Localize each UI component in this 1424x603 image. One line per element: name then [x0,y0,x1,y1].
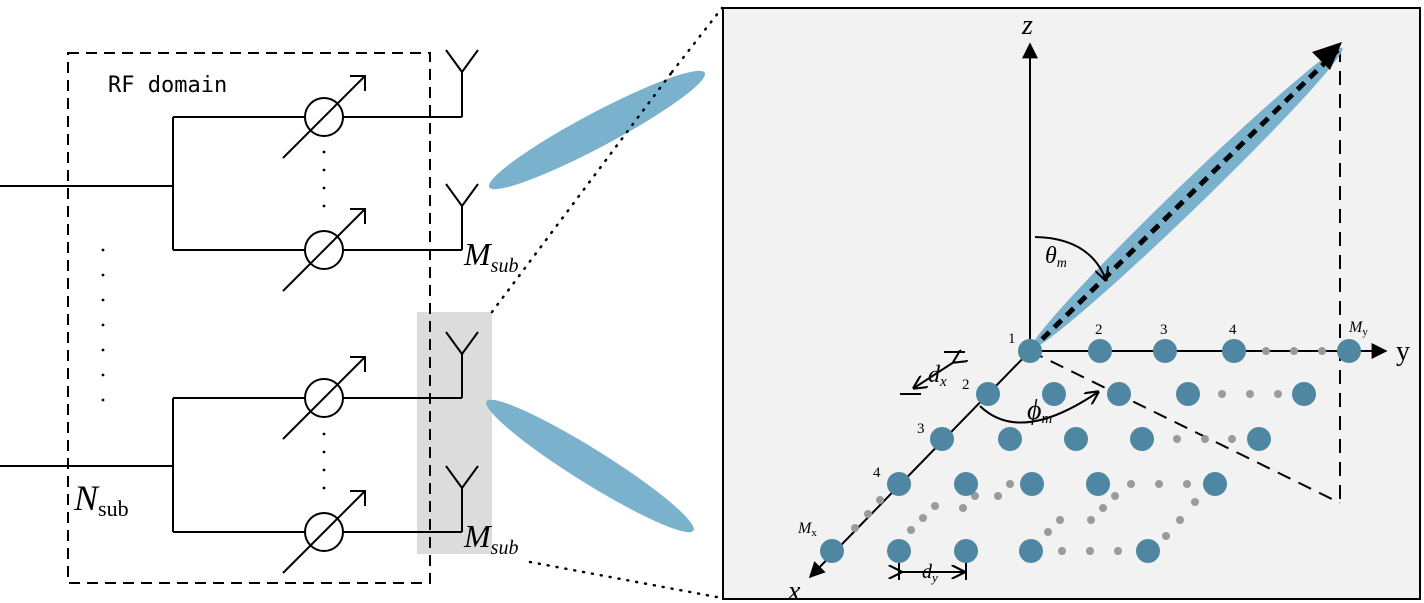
array-element [1176,382,1200,406]
array-element [1203,472,1227,496]
array-element [954,539,978,563]
array-element [1130,427,1154,451]
beam-upper [488,70,706,190]
y-index-label: 1 [1008,331,1016,347]
phase-shifter-arrowheads [350,75,366,506]
array-element [1042,382,1066,406]
z-axis-label: z [1021,10,1033,41]
phi-main: ϕ [1027,395,1042,426]
x-axis-label: x [787,576,801,603]
array-element [1018,339,1042,363]
m-sub-subscript: sub [491,537,519,559]
antenna-icon [445,183,479,207]
array-element [1086,472,1110,496]
y-axis-label: y [1396,336,1410,367]
array-element [976,382,1000,406]
dx-indicator [900,352,965,395]
m-sub-main: M [463,236,493,272]
m-sub-main: M [463,518,493,554]
mx-label: Mx [797,520,817,539]
array-element [1222,339,1246,363]
n-sub-subscript: sub [98,496,129,521]
rf-chain-upper [0,72,463,251]
array-element [1153,339,1177,363]
my-label: My [1348,319,1368,338]
ellipsis-dots [101,150,326,490]
rf-domain-box [67,52,431,584]
antenna-icon [445,49,479,73]
zoom-connector-lines [490,6,724,600]
beam-lower [486,399,694,533]
array-element [1088,339,1112,363]
array-element [1064,427,1088,451]
array-element [820,539,844,563]
theta-main: θ [1045,243,1057,269]
array-element [930,427,954,451]
beams [486,70,706,533]
theta-label: θm [1045,243,1067,271]
m-sub-label-upper: Msub [463,236,518,277]
mx-main: M [797,520,813,537]
array-element [1292,382,1316,406]
array-element [1247,427,1271,451]
phi-arc [979,392,1098,424]
y-index-label: 3 [1160,322,1168,338]
array-element [998,427,1022,451]
array-element [1337,339,1361,363]
dy-subscript: y [930,570,938,585]
dy-label: dy [922,561,938,585]
projection-lines [1029,48,1341,504]
phi-subscript: m [1042,411,1053,427]
x-index-label: 2 [962,377,970,393]
theta-arc [1034,236,1106,280]
x-index-label: 3 [917,421,925,437]
phase-shifter-icon [282,356,366,440]
array-element [1107,382,1131,406]
dx-label: dx [928,362,947,390]
rf-chain-lower [0,354,463,533]
mx-subscript: x [811,527,817,539]
beam-direction-arrow [1028,48,1340,353]
continuation-dots [851,347,1326,555]
array-element [1020,472,1044,496]
array-element [954,472,978,496]
array-element [1136,539,1160,563]
dy-indicator [899,563,967,580]
phi-label: ϕm [1027,395,1053,427]
n-sub-main: N [73,478,100,518]
rf-domain-section: RF domain [0,49,518,584]
y-index-label: 2 [1095,322,1103,338]
theta-subscript: m [1057,256,1067,271]
rf-domain-label: RF domain [108,73,227,98]
antenna-icon [445,465,479,489]
my-main: M [1348,319,1364,336]
phase-shifter-icon [282,75,366,159]
m-sub-label-lower: Msub [463,518,518,559]
array-element [887,472,911,496]
array-element [1019,539,1043,563]
array-panel: z y x θm ϕm dx dy My Mx 1 2 3 4 2 [722,7,1421,603]
dx-subscript: x [939,374,947,390]
n-sub-label: Nsub [73,478,129,521]
phase-shifter-icon [282,208,366,292]
m-sub-subscript: sub [491,255,519,277]
my-subscript: y [1362,326,1368,338]
phase-shifter-icon [282,490,366,574]
dy-main: d [922,561,933,583]
array-element [887,539,911,563]
beam-direction-arrowhead [1312,42,1342,70]
antenna-icon [445,331,479,355]
dx-main: d [928,362,941,388]
antenna-element-grid [820,339,1361,563]
x-index-label: 4 [873,465,881,481]
y-index-label: 4 [1229,322,1237,338]
